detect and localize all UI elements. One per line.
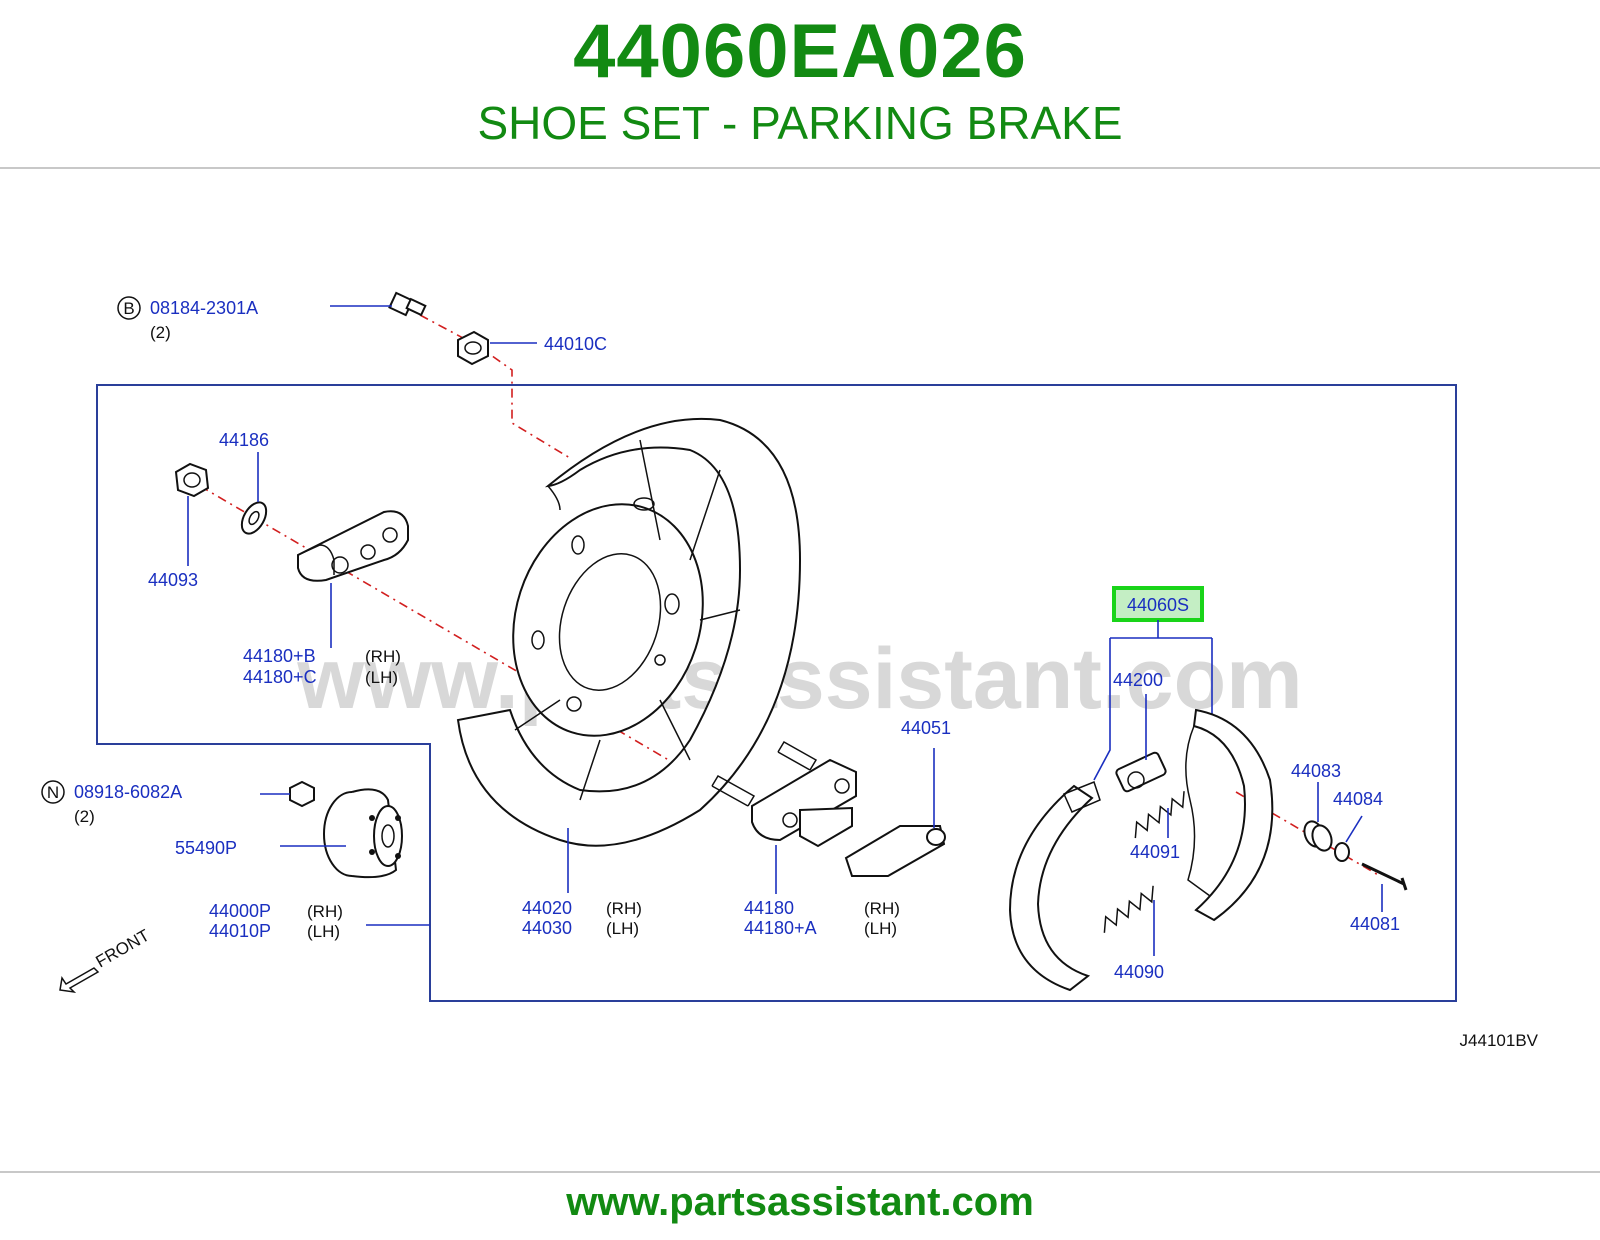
highlight-44060s (1112, 586, 1204, 622)
callout-44020: 44020 (522, 898, 572, 918)
bolt-circle-letter: B (123, 299, 134, 318)
callout-44093: 44093 (148, 570, 198, 590)
back-plate-part (456, 417, 802, 847)
callout-44083: 44083 (1291, 761, 1341, 781)
sensor-hub-part (323, 788, 403, 879)
part-number: 44060EA026 (573, 9, 1027, 94)
parts-diagram: www.partsassistant.com B 08184-2301A (2)… (0, 170, 1600, 1170)
retainer-44084-part (1334, 842, 1350, 862)
spring-44090-part (1103, 885, 1154, 933)
side-rh-lever: (RH) (864, 899, 900, 918)
callout-44200: 44200 (1113, 670, 1163, 690)
side-rh-adapter: (RH) (365, 647, 401, 666)
header-divider (0, 167, 1600, 169)
part-name: SHOE SET - PARKING BRAKE (477, 97, 1123, 149)
watermark: www.partsassistant.com (296, 631, 1302, 727)
callout-44010p: 44010P (209, 921, 271, 941)
callout-44186: 44186 (219, 430, 269, 450)
leader-44084 (1345, 815, 1363, 843)
side-rh-plate: (RH) (606, 899, 642, 918)
callout-bolt: 08184-2301A (150, 298, 258, 318)
leader-44060s (1093, 620, 1213, 781)
axle-center-line (199, 485, 721, 791)
callout-nut: 08918-6082A (74, 782, 182, 802)
callout-44180c: 44180+C (243, 667, 317, 687)
callout-44030: 44030 (522, 918, 572, 938)
nut-08918-part (289, 780, 315, 808)
callout-44180a: 44180+A (744, 918, 817, 938)
bolt-circle-marker (117, 296, 141, 320)
bracket-44051-part (844, 825, 946, 877)
side-lh-plate: (LH) (606, 919, 639, 938)
nut-circle-letter: N (47, 783, 59, 802)
brake-shoes-part (1008, 708, 1274, 992)
front-arrow (59, 967, 100, 994)
drawing-code: J44101BV (1460, 1031, 1539, 1050)
callout-44084: 44084 (1333, 789, 1383, 809)
assembly-frame (96, 384, 1457, 1002)
spring-44091-part (1134, 791, 1185, 839)
callout-44091: 44091 (1130, 842, 1180, 862)
pin-44081-part (1361, 862, 1408, 891)
bolt-center-line (419, 314, 571, 459)
diagram-canvas: www.partsassistant.com B 08184-2301A (2)… (41, 291, 1539, 1050)
spring-44083-part (1303, 820, 1333, 852)
bolt-part (388, 291, 427, 317)
side-rh-assy: (RH) (307, 902, 343, 921)
callout-44180: 44180 (744, 898, 794, 918)
callout-55490p: 55490P (175, 838, 237, 858)
nut-44093-part (174, 462, 210, 498)
footer-url[interactable]: www.partsassistant.com (566, 1180, 1034, 1224)
side-lh-lever: (LH) (864, 919, 897, 938)
header: 44060EA026 SHOE SET - PARKING BRAKE (0, 0, 1600, 168)
callout-nut-qty: (2) (74, 807, 95, 826)
nut-circle-marker (41, 780, 65, 804)
nut-44010c-part (457, 330, 489, 366)
callout-44060s: 44060S (1127, 595, 1189, 615)
washer-44186-part (240, 501, 268, 535)
callout-bolt-qty: (2) (150, 323, 171, 342)
callout-44010c: 44010C (544, 334, 607, 354)
adjuster-44200-part (1115, 751, 1167, 793)
side-lh-adapter: (LH) (365, 668, 398, 687)
callout-44090: 44090 (1114, 962, 1164, 982)
lever-part (711, 740, 857, 848)
side-lh-assy: (LH) (307, 922, 340, 941)
callout-44081: 44081 (1350, 914, 1400, 934)
callout-44051: 44051 (901, 718, 951, 738)
callout-44180b: 44180+B (243, 646, 316, 666)
adapter-part (297, 510, 409, 582)
front-label: FRONT (93, 926, 153, 972)
footer-divider (0, 1171, 1600, 1173)
callout-44000p: 44000P (209, 901, 271, 921)
